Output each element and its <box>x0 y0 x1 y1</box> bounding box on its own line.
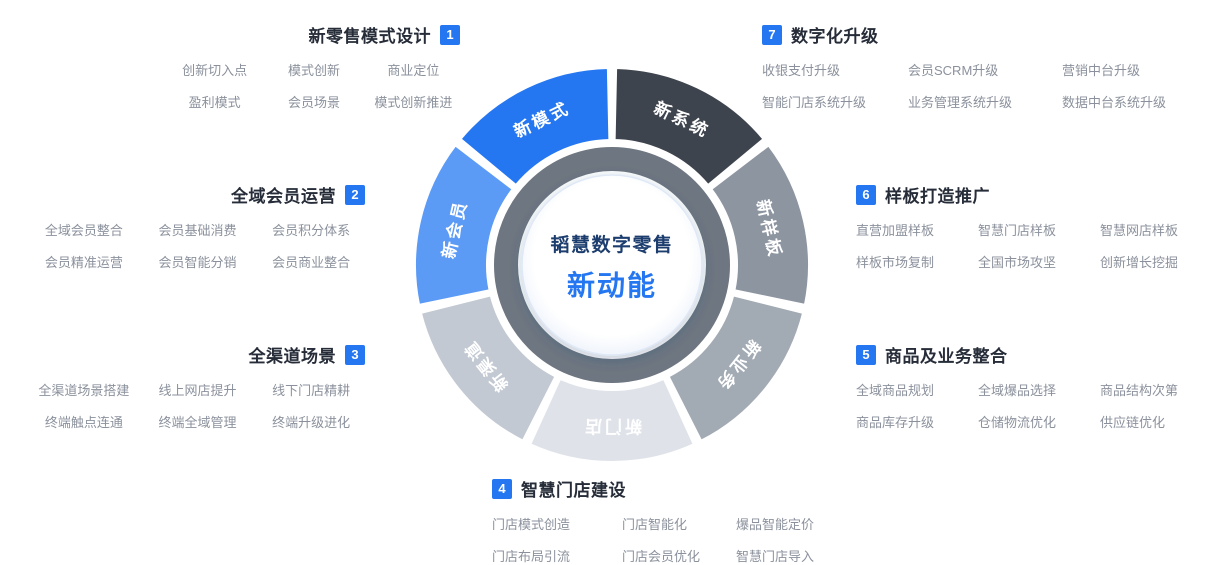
wheel-segment-1 <box>613 67 765 187</box>
section-title: 智慧门店建设 <box>521 481 626 500</box>
section-omni-member-operation: 全域会员运营 2 全域会员整合 会员基础消费 会员积分体系 会员精准运营 会员智… <box>30 182 365 271</box>
section-number-badge: 3 <box>345 344 365 365</box>
center-subtitle: 新动能 <box>567 270 657 301</box>
section-item: 营销中台升级 <box>1062 63 1141 78</box>
section-item: 商品库存升级 <box>856 415 935 430</box>
section-product-business-integration: 5 商品及业务整合 全域商品规划 全域爆品选择 商品结构次第 商品库存升级 仓储… <box>856 342 1188 431</box>
section-item: 模式创新推进 <box>374 95 453 110</box>
wheel-ring <box>494 147 730 383</box>
section-title: 全渠道场景 <box>248 347 336 366</box>
section-title: 数字化升级 <box>791 27 879 46</box>
section-item: 业务管理系统升级 <box>908 95 1013 110</box>
section-number-badge: 5 <box>856 344 876 365</box>
section-number-badge: 6 <box>856 184 876 205</box>
section-item: 全国市场攻坚 <box>978 255 1057 270</box>
section-omni-channel-scene: 全渠道场景 3 全渠道场景搭建 线上网店提升 线下门店精耕 终端触点连通 终端全… <box>30 342 365 431</box>
wheel-segment-4 <box>528 377 696 463</box>
section-number-badge: 7 <box>762 24 782 45</box>
section-item: 门店布局引流 <box>492 549 571 564</box>
section-item: 智慧网店样板 <box>1100 223 1179 238</box>
wheel-segment-6 <box>414 144 515 306</box>
section-number-badge: 1 <box>440 24 460 45</box>
wheel-segment-7 <box>459 67 611 187</box>
section-item: 会员场景 <box>287 95 340 110</box>
section-digital-upgrade: 7 数字化升级 收银支付升级 会员SCRM升级 营销中台升级 智能门店系统升级 … <box>762 22 1170 111</box>
section-item: 供应链优化 <box>1100 415 1166 430</box>
section-title: 样板打造推广 <box>885 187 990 206</box>
section-item: 全域商品规划 <box>856 383 935 398</box>
section-item: 全渠道场景搭建 <box>38 383 130 398</box>
section-item: 会员SCRM升级 <box>908 63 999 78</box>
section-item: 线下门店精耕 <box>272 383 351 398</box>
section-item: 智慧门店样板 <box>978 223 1057 238</box>
section-item: 仓储物流优化 <box>978 415 1057 430</box>
wheel-segment-3 <box>667 294 805 443</box>
section-new-retail-model-design: 新零售模式设计 1 创新切入点 模式创新 商业定位 盈利模式 会员场景 模式创新… <box>168 22 460 111</box>
section-item: 智慧门店导入 <box>736 549 815 564</box>
section-item: 数据中台系统升级 <box>1062 95 1167 110</box>
wheel-center-circle <box>521 174 703 356</box>
section-item: 爆品智能定价 <box>736 517 815 532</box>
section-number-badge: 4 <box>492 478 512 499</box>
wheel-segment-2 <box>709 144 810 306</box>
section-item: 会员积分体系 <box>272 223 351 238</box>
section-item: 收银支付升级 <box>762 63 841 78</box>
section-item: 商业定位 <box>387 63 440 78</box>
section-item: 全域爆品选择 <box>978 383 1057 398</box>
section-item: 会员商业整合 <box>272 255 351 270</box>
section-item: 会员精准运营 <box>44 255 123 270</box>
section-item: 盈利模式 <box>188 95 241 110</box>
center-title: 韬慧数字零售 <box>550 233 673 256</box>
section-item: 模式创新 <box>287 63 340 78</box>
section-item: 门店会员优化 <box>622 549 701 564</box>
section-item: 商品结构次第 <box>1100 383 1179 398</box>
section-title: 全域会员运营 <box>231 187 336 206</box>
section-item: 直营加盟样板 <box>856 223 935 238</box>
section-item: 全域会员整合 <box>44 223 123 238</box>
section-title: 商品及业务整合 <box>885 347 1008 366</box>
wheel-segment-5 <box>419 294 557 443</box>
section-model-promotion: 6 样板打造推广 直营加盟样板 智慧门店样板 智慧网店样板 样板市场复制 全国市… <box>856 182 1188 271</box>
section-item: 终端全域管理 <box>158 415 237 430</box>
section-item: 终端升级进化 <box>272 415 351 430</box>
wheel-segment-label: 新门店 <box>582 417 642 437</box>
section-item: 智能门店系统升级 <box>762 95 867 110</box>
section-item: 门店智能化 <box>622 517 688 532</box>
section-item: 终端触点连通 <box>44 415 123 430</box>
section-smart-store-construction: 4 智慧门店建设 门店模式创造 门店智能化 爆品智能定价 门店布局引流 门店会员… <box>492 476 824 565</box>
section-title: 新零售模式设计 <box>308 27 431 46</box>
section-item: 创新切入点 <box>182 63 248 78</box>
section-item: 创新增长挖掘 <box>1100 255 1179 270</box>
section-item: 线上网店提升 <box>158 383 237 398</box>
section-number-badge: 2 <box>345 184 365 205</box>
section-item: 样板市场复制 <box>856 255 935 270</box>
section-item: 会员基础消费 <box>158 223 237 238</box>
section-item: 会员智能分销 <box>158 255 237 270</box>
section-item: 门店模式创造 <box>492 517 571 532</box>
